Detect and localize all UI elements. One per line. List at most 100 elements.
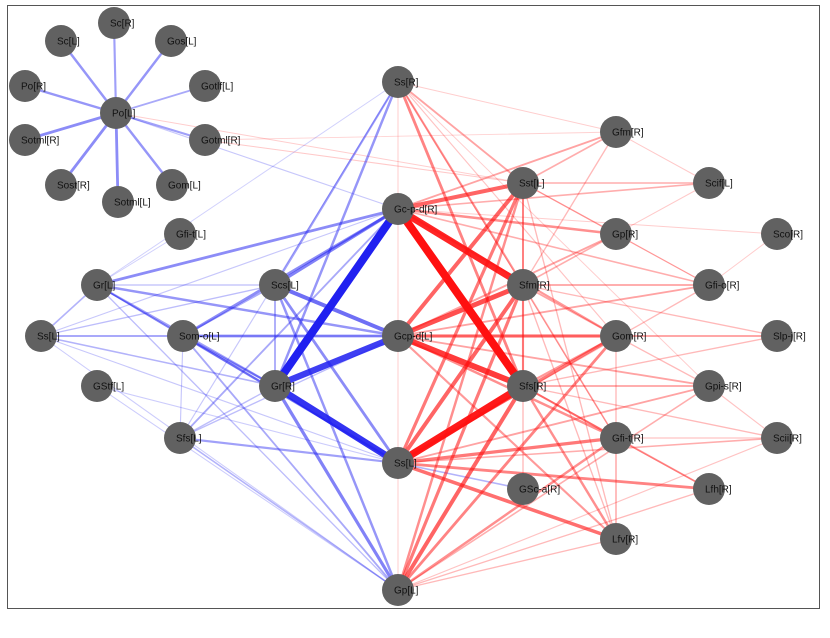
edge-po-l-to-sst-l: [115, 112, 524, 184]
edge-gc-p-d-r-to-gfi-o-r: [397, 208, 710, 286]
node-sc-r: Sc[R]: [98, 7, 135, 39]
node-gom-l: Gom[L]: [156, 169, 201, 201]
node-circle: [507, 370, 539, 402]
edge-gfm-r-to-scif-l: [615, 131, 710, 184]
node-label: Gp[R]: [612, 230, 638, 241]
node-label: Gc-p-d[R]: [394, 205, 438, 216]
edge-sfm-r-to-gfm-r: [522, 131, 617, 286]
node-circle: [382, 320, 414, 352]
node-label: Ss[L]: [394, 459, 417, 470]
edge-gcp-d-l-to-sst-l: [396, 181, 525, 338]
edge-gp-l-to-gstf-l: [96, 385, 399, 591]
edge-gcp-d-l-to-scs-l: [273, 283, 400, 338]
edge-sfm-r-to-slp-j-r: [522, 284, 778, 337]
node-circle: [45, 169, 77, 201]
edge-gc-p-d-r-to-sfs-r: [394, 205, 527, 390]
node-label: Slp-j[R]: [773, 332, 806, 343]
node-label: Sc[R]: [110, 19, 135, 30]
node-label: GSc-a[R]: [519, 485, 560, 496]
node-label: Gp[L]: [394, 586, 419, 597]
node-circle: [693, 167, 725, 199]
node-circle: [600, 218, 632, 250]
edge-gotml-r-to-gfm-r: [204, 131, 617, 141]
node-circle: [600, 320, 632, 352]
node-circle: [81, 370, 113, 402]
edge-sfs-l-to-gr-r: [179, 385, 276, 439]
node-circle: [259, 269, 291, 301]
node-sst-l: Sst[L]: [507, 167, 545, 199]
node-circle: [693, 473, 725, 505]
edge-gp-r-to-scif-l: [615, 182, 710, 235]
node-label: Ss[L]: [37, 332, 60, 343]
node-label: GStf[L]: [93, 382, 124, 393]
node-label: Gom[L]: [168, 181, 201, 192]
node-label: Som-o[L]: [179, 332, 220, 343]
node-label: Sotml[R]: [21, 136, 60, 147]
edge-gom-r-to-gpi-s-r: [615, 335, 710, 387]
edge-gp-l-to-sfs-r: [396, 384, 525, 592]
edge-gp-l-to-som-o-l: [182, 335, 399, 591]
edge-ss-l-c-to-scii-r: [397, 437, 778, 464]
node-circle: [382, 66, 414, 98]
node-gsc-a-r: GSc-a[R]: [507, 473, 560, 505]
edge-ss-r-to-sst-l: [397, 81, 524, 184]
node-label: Scs[L]: [271, 281, 299, 292]
edge-gc-p-d-r-to-scs-l: [273, 207, 400, 287]
edge-ss-l-c-to-ss-l: [40, 335, 399, 464]
node-label: Scii[R]: [773, 434, 802, 445]
node-gfi-o-r: Gfi-o[R]: [693, 269, 740, 301]
edge-ss-l-to-gr-r: [40, 335, 276, 387]
node-label: Sst[L]: [519, 179, 545, 190]
node-gr-r: Gr[R]: [259, 370, 295, 402]
node-label: Gom[R]: [612, 332, 647, 343]
node-ss-r: Ss[R]: [382, 66, 419, 98]
node-gcp-d-l: Gcp-d[L]: [382, 320, 433, 352]
node-label: Sost[R]: [57, 181, 90, 192]
edge-ss-r-to-scs-l: [273, 80, 400, 287]
node-ss-l-c: Ss[L]: [382, 447, 417, 479]
node-circle: [382, 447, 414, 479]
edge-gp-l-to-sst-l: [396, 181, 525, 592]
plot-frame: [7, 5, 820, 609]
node-label: Gcp-d[L]: [394, 332, 433, 343]
node-sost-r: Sost[R]: [45, 169, 90, 201]
node-gp-r: Gp[R]: [600, 218, 638, 250]
node-circle: [600, 523, 632, 555]
edge-gp-l-to-lfh-r: [397, 488, 710, 591]
node-circle: [164, 218, 196, 250]
node-circle: [100, 97, 132, 129]
edge-ss-l-c-to-lfv-r: [396, 461, 618, 541]
edge-ss-l-c-to-gsc-a-r: [397, 462, 524, 490]
node-gos-l: Gos[L]: [155, 25, 197, 57]
node-circle: [761, 422, 793, 454]
edge-som-o-l-to-sfs-l: [179, 335, 184, 439]
node-label: Lfh[R]: [705, 485, 732, 496]
edge-sst-l-to-gfm-r: [522, 131, 617, 184]
node-label: Gotlf[L]: [201, 82, 233, 93]
node-circle: [382, 193, 414, 225]
edge-gc-p-d-r-to-sst-l: [396, 181, 525, 211]
node-label: Po[L]: [112, 109, 136, 120]
node-circle: [761, 218, 793, 250]
node-label: Gfi-o[R]: [705, 281, 740, 292]
edge-gc-p-d-r-to-gr-r: [271, 205, 402, 390]
node-scs-l: Scs[L]: [259, 269, 299, 301]
node-label: Sc[L]: [57, 37, 80, 48]
edge-po-l-to-gc-p-d-r: [115, 112, 399, 210]
node-label: Ss[R]: [394, 78, 419, 89]
edge-lfv-r-to-sfm-r: [522, 284, 617, 540]
node-gstf-l: GStf[L]: [81, 370, 124, 402]
node-circle: [9, 124, 41, 156]
edge-ss-l-c-to-gr-r: [271, 382, 402, 467]
node-circle: [164, 422, 196, 454]
node-gom-r: Gom[R]: [600, 320, 647, 352]
node-circle: [102, 186, 134, 218]
node-circle: [259, 370, 291, 402]
edge-gp-l-to-gom-r: [396, 334, 618, 592]
node-gp-l: Gp[L]: [382, 574, 419, 606]
node-circle: [382, 574, 414, 606]
node-som-o-l: Som-o[L]: [167, 320, 220, 352]
node-scif-l: Scif[L]: [693, 167, 733, 199]
node-ss-l: Ss[L]: [25, 320, 60, 352]
node-label: Po[R]: [21, 82, 46, 93]
